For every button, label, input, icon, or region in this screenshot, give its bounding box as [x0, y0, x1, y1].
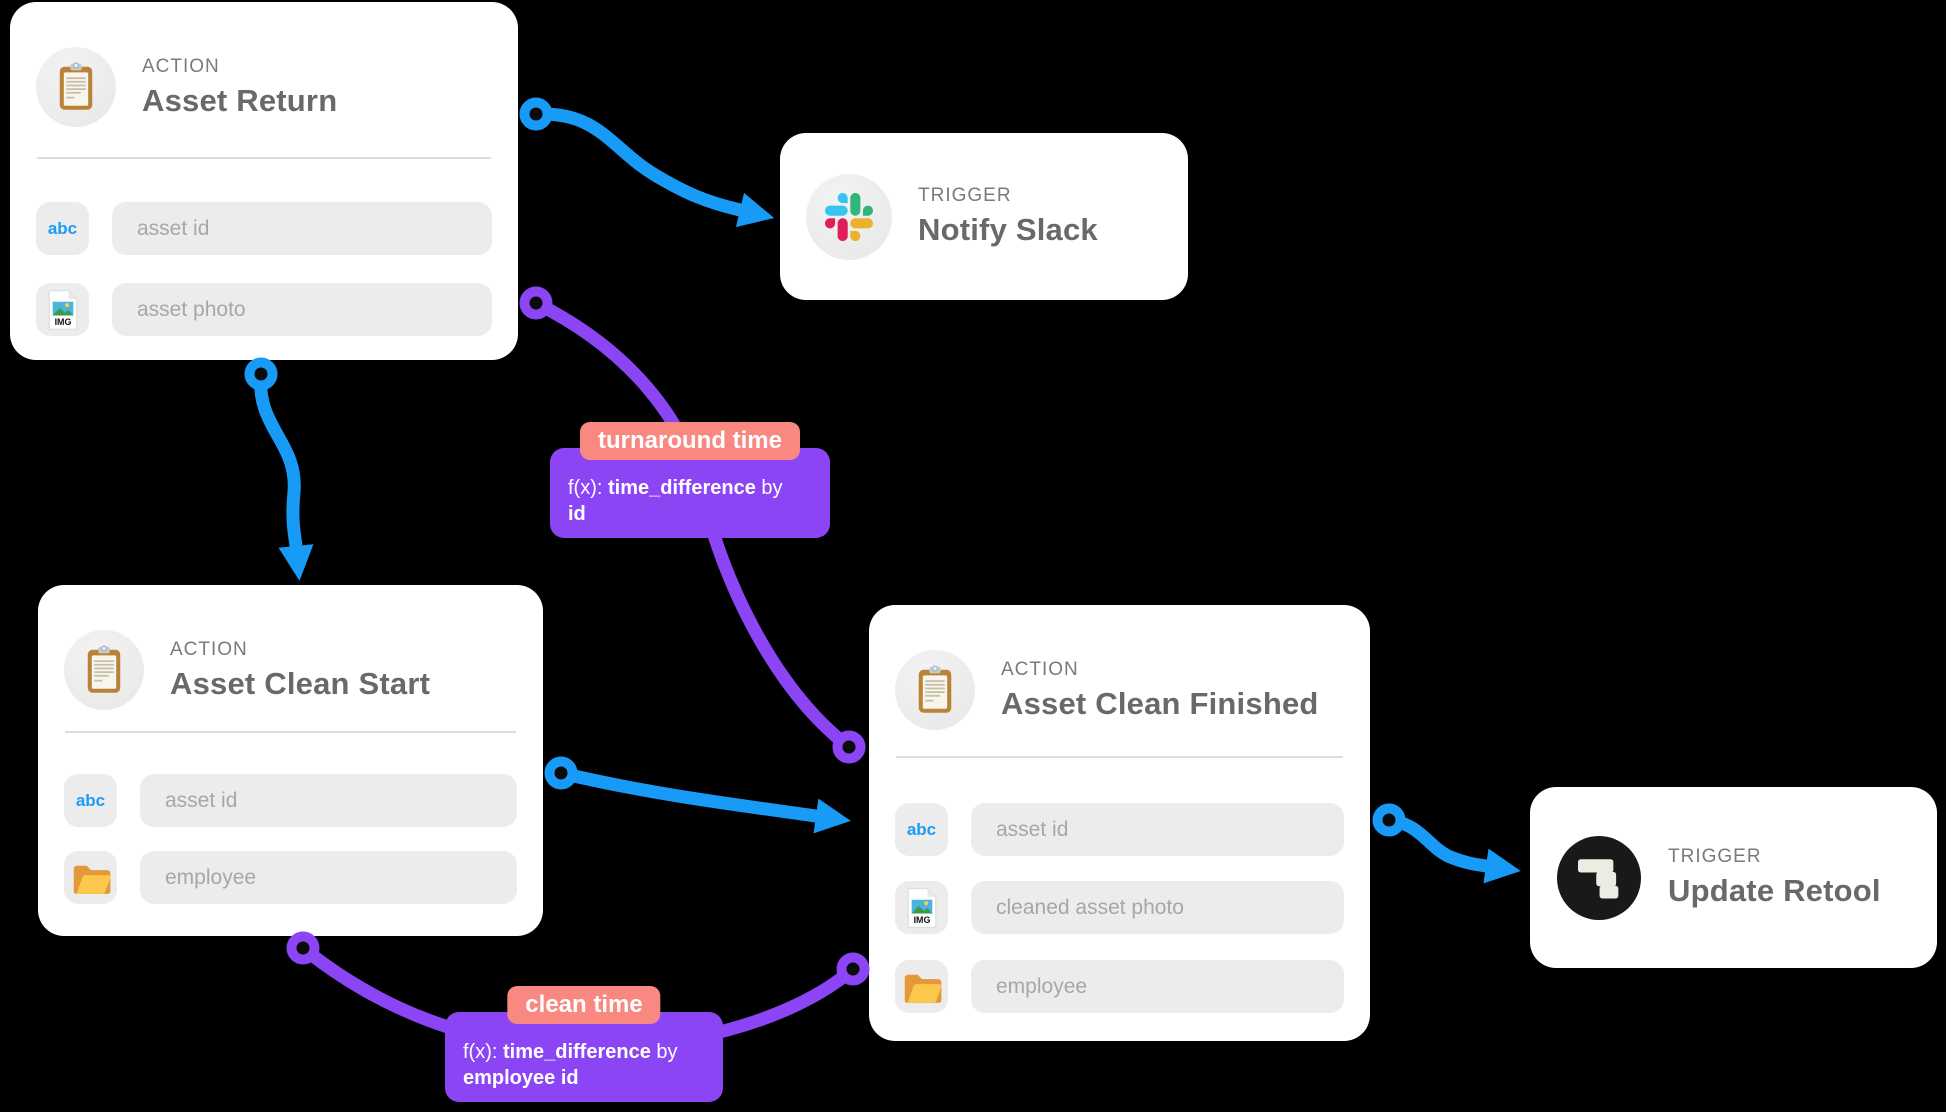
divider — [896, 756, 1343, 758]
clipboard-icon — [64, 630, 144, 710]
clipboard-icon — [36, 47, 116, 127]
node-header: ACTION Asset Clean Start — [38, 585, 543, 710]
field-row: employee — [895, 960, 1344, 1013]
field-row: IMG cleaned asset photo — [895, 881, 1344, 934]
clipboard-icon — [895, 650, 975, 730]
connector-asset-clean-finished-right[interactable] — [1372, 803, 1406, 837]
input-asset-id[interactable]: asset id — [112, 202, 492, 255]
input-asset-id[interactable]: asset id — [971, 803, 1344, 856]
svg-text:IMG: IMG — [913, 915, 930, 925]
node-card-asset-clean-finished[interactable]: ACTION Asset Clean Finished abc asset id… — [869, 605, 1370, 1041]
node-title: Asset Clean Finished — [1001, 685, 1319, 721]
connector-asset-return-bottom[interactable] — [244, 357, 278, 391]
edge-asset-clean-start-to-asset-clean-finished[interactable] — [554, 766, 851, 834]
connector-asset-clean-finished-left-bottom[interactable] — [836, 952, 870, 986]
field-row: IMG asset photo — [36, 283, 492, 336]
node-card-asset-return[interactable]: ACTION Asset Return abc asset id IMG ass… — [10, 2, 518, 360]
node-card-asset-clean-start[interactable]: ACTION Asset Clean Start abc asset id em… — [38, 585, 543, 936]
field-row: employee — [64, 851, 517, 904]
field-row: abc asset id — [64, 774, 517, 827]
edge-label-pill: turnaround time — [580, 422, 800, 460]
node-card-notify-slack[interactable]: TRIGGER Notify Slack — [780, 133, 1188, 300]
input-employee[interactable]: employee — [971, 960, 1344, 1013]
edge-label-clean-time[interactable]: clean time f(x): time_difference by empl… — [445, 986, 723, 1102]
node-title: Asset Clean Start — [170, 665, 431, 701]
edge-label-turnaround-time[interactable]: turnaround time f(x): time_difference by… — [550, 422, 830, 538]
input-asset-id[interactable]: asset id — [140, 774, 517, 827]
slack-icon — [806, 173, 892, 260]
input-cleaned-asset-photo[interactable]: cleaned asset photo — [971, 881, 1344, 934]
edge-label-pill: clean time — [507, 986, 661, 1024]
text-type-icon: abc — [895, 803, 948, 856]
field-row: abc asset id — [36, 202, 492, 255]
node-title: Asset Return — [142, 82, 338, 118]
node-type-label: ACTION — [142, 55, 220, 77]
connector-asset-clean-start-bottom[interactable] — [286, 931, 320, 965]
connector-asset-clean-finished-left-top[interactable] — [832, 730, 866, 764]
folder-type-icon — [895, 960, 948, 1013]
retool-icon — [1556, 835, 1642, 921]
image-type-icon: IMG — [895, 881, 948, 934]
text-type-icon: abc — [64, 774, 117, 827]
connector-asset-return-right-top[interactable] — [519, 97, 553, 131]
input-employee[interactable]: employee — [140, 851, 517, 904]
edge-asset-return-to-notify-slack[interactable] — [529, 107, 775, 228]
node-header: ACTION Asset Clean Finished — [869, 605, 1370, 730]
node-type-label: TRIGGER — [918, 185, 1012, 206]
connector-asset-clean-start-right[interactable] — [544, 756, 578, 790]
node-title: Notify Slack — [918, 212, 1098, 247]
connector-asset-return-right-bottom[interactable] — [519, 286, 553, 320]
node-type-label: ACTION — [1001, 658, 1079, 680]
node-card-update-retool[interactable]: TRIGGER Update Retool — [1530, 787, 1937, 968]
text-type-icon: abc — [36, 202, 89, 255]
field-row: abc asset id — [895, 803, 1344, 856]
node-title: Update Retool — [1668, 873, 1881, 908]
node-header: TRIGGER Notify Slack — [780, 133, 1188, 300]
node-header: ACTION Asset Return — [10, 2, 518, 127]
divider — [65, 731, 516, 733]
image-type-icon: IMG — [36, 283, 89, 336]
input-asset-photo[interactable]: asset photo — [112, 283, 492, 336]
edge-asset-clean-finished-to-update-retool[interactable] — [1382, 813, 1521, 884]
edge-asset-return-to-asset-clean-start[interactable] — [254, 367, 314, 581]
svg-text:IMG: IMG — [54, 317, 71, 327]
node-type-label: ACTION — [170, 638, 248, 660]
divider — [37, 157, 491, 159]
node-header: TRIGGER Update Retool — [1530, 787, 1937, 968]
folder-type-icon — [64, 851, 117, 904]
node-type-label: TRIGGER — [1668, 846, 1762, 867]
